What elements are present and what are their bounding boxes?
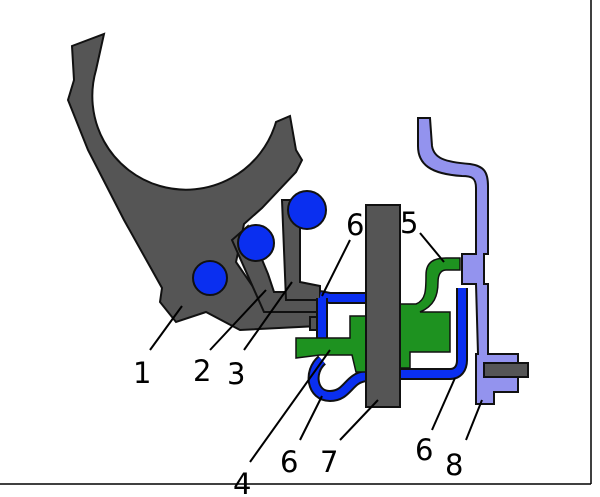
label-4: 4: [233, 467, 251, 497]
label-6-bottom-left: 6: [280, 445, 298, 479]
green-hub: [295, 315, 367, 373]
label-6-top: 6: [346, 208, 364, 242]
leader-4: [249, 349, 331, 463]
lavender-bracket: [417, 117, 519, 405]
shaft-pin: [483, 362, 529, 378]
leader-8: [465, 399, 483, 441]
leader-5: [419, 232, 445, 263]
leader-6-bottom-right: [431, 377, 456, 431]
leader-2: [209, 289, 267, 351]
label-1: 1: [133, 356, 151, 390]
leader-3: [243, 281, 293, 351]
label-6-bottom-right: 6: [415, 433, 433, 467]
shift-fork: [66, 32, 319, 332]
leader-7: [339, 399, 379, 441]
ball-3: [287, 190, 327, 230]
leader-1: [149, 305, 183, 351]
green-sleeve: [399, 257, 461, 369]
clutch-plate: [365, 204, 401, 408]
leader-6-top: [321, 239, 351, 297]
label-8: 8: [445, 448, 463, 482]
leader-6-bottom-left: [299, 395, 323, 441]
ball-1: [192, 260, 228, 296]
ball-2: [237, 224, 275, 262]
label-2: 2: [193, 354, 211, 388]
label-3: 3: [227, 357, 245, 391]
label-5: 5: [400, 206, 418, 240]
label-7: 7: [320, 445, 338, 479]
